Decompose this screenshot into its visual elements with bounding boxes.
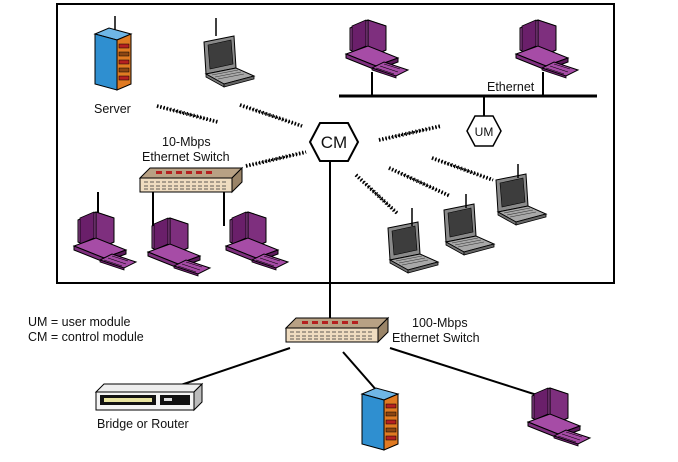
switch100-label-line2: Ethernet Switch	[392, 331, 480, 345]
legend-cm: CM = control module	[28, 330, 144, 344]
pc-bottom	[527, 387, 591, 447]
pc-ethernet-right	[515, 19, 579, 79]
ethernet-label: Ethernet	[487, 80, 535, 94]
laptop-2	[443, 194, 495, 256]
cm-label: CM	[321, 133, 347, 152]
laptop-3	[495, 164, 547, 226]
pc-switch10-3	[225, 211, 289, 271]
cm-node: CM	[308, 122, 360, 162]
switch100-label-line1: 100-Mbps	[412, 316, 468, 330]
um-label: UM	[475, 125, 494, 139]
pc-switch10-2	[147, 217, 211, 277]
lan-enclosure	[56, 3, 615, 284]
legend-um: UM = user module	[28, 315, 131, 329]
server-label: Server	[94, 102, 131, 116]
bridge-router	[94, 382, 204, 412]
switch10-label-line1: 10-Mbps	[162, 135, 211, 149]
switch-10mbps	[139, 167, 243, 193]
pc-switch10-1	[73, 211, 137, 271]
switch-100mbps	[285, 317, 389, 343]
laptop-1	[387, 208, 439, 274]
um-node: UM	[466, 115, 502, 147]
pc-ethernet-left	[345, 19, 409, 79]
bridge-router-label: Bridge or Router	[97, 417, 189, 431]
laptop-top	[203, 18, 255, 88]
wireless-link-laptop-2	[388, 167, 451, 197]
server-top	[94, 27, 132, 91]
switch10-label-line2: Ethernet Switch	[142, 150, 230, 164]
wireless-link-laptop-top	[239, 103, 303, 128]
link-pc-bottom	[389, 347, 541, 397]
server-bottom	[361, 387, 399, 451]
link-server-bottom	[342, 351, 379, 393]
